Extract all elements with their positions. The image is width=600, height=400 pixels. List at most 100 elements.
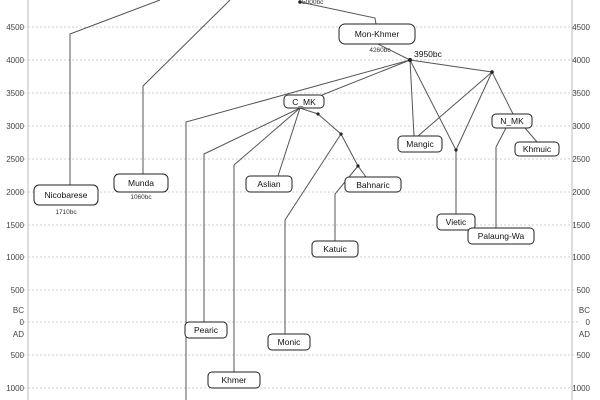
node-monic: Monic	[267, 333, 311, 351]
edge-split-nmk	[409, 59, 493, 73]
node-box	[33, 184, 99, 206]
node-munda: Munda 1060bc	[113, 173, 169, 201]
node-nicobarese: Nicobarese 1710bc	[33, 184, 99, 216]
edge-nmkbranch-mangic	[417, 71, 493, 137]
edge-cmk-sub	[299, 107, 319, 115]
edge-monkhmer-split	[377, 43, 411, 61]
edge-bahnaric-node-box	[357, 165, 367, 178]
left-tick-1500: 1500	[6, 221, 24, 230]
node-label: Nicobarese	[45, 190, 88, 200]
right-tick-0: 0	[586, 318, 591, 327]
edge-cmk-aslian	[277, 107, 301, 177]
node-label: Vietic	[446, 217, 467, 227]
node-box	[311, 240, 359, 258]
node-label: C_MK	[292, 97, 316, 107]
left-tick-2000: 2000	[6, 188, 24, 197]
split-date-label: 3950bc	[414, 49, 443, 59]
node-label: Aslian	[257, 179, 280, 189]
edge-split-vietic	[409, 59, 457, 151]
node-pearic: Pearic	[184, 321, 228, 339]
node-katuic: Katuic	[311, 240, 359, 258]
edge-root-munda	[142, 0, 231, 174]
node-khmuic: Khmuic	[514, 141, 560, 157]
right-tick-bc: BC	[579, 306, 590, 315]
node-box	[207, 371, 261, 389]
edge-root-monkhmer	[299, 1, 377, 25]
edge-sub-bahnaric-node	[340, 133, 359, 167]
node-box	[436, 213, 476, 231]
node-label: Khmer	[221, 375, 246, 385]
node-label: Pearic	[194, 325, 219, 335]
left-tick-ad500: 500	[11, 351, 25, 360]
left-axis-ticks: 4500 4000 3500 3000 2500 2000 1500 1000 …	[6, 23, 24, 393]
right-tick-3000: 3000	[572, 122, 590, 131]
junction-dot	[339, 132, 343, 136]
left-tick-4000: 4000	[6, 56, 24, 65]
left-tick-bc: BC	[13, 306, 24, 315]
node-label: Mangic	[406, 139, 434, 149]
junction-dot	[490, 70, 494, 74]
right-tick-4500: 4500	[572, 23, 590, 32]
edge-nmk-khmuic	[524, 127, 538, 143]
left-tick-ad: AD	[13, 330, 24, 339]
junction-dot	[408, 58, 412, 62]
right-tick-2500: 2500	[572, 155, 590, 164]
left-tick-3500: 3500	[6, 89, 24, 98]
right-tick-1500: 1500	[572, 221, 590, 230]
node-box	[267, 333, 311, 351]
node-mon-khmer: Mon-Khmer 4260bc	[338, 23, 416, 54]
node-label: Monic	[278, 337, 301, 347]
right-axis-ticks: 4500 4000 3500 3000 2500 2000 1500 1000 …	[572, 23, 590, 393]
node-c-mk: C_MK	[283, 94, 325, 109]
left-tick-0: 0	[20, 318, 25, 327]
edge-split-mangic	[409, 59, 415, 137]
node-bahnaric: Bahnaric	[344, 176, 402, 193]
edge-root-nicobarese	[69, 0, 161, 185]
node-label: Bahnaric	[356, 180, 390, 190]
left-tick-500: 500	[11, 286, 25, 295]
edge-split-cmk	[321, 59, 411, 96]
node-box	[245, 175, 293, 193]
right-tick-ad500: 500	[577, 351, 591, 360]
edge-sub-node	[317, 113, 342, 135]
junction-dot	[316, 112, 320, 116]
junction-dot	[356, 164, 360, 168]
node-box	[491, 113, 533, 129]
edge-cmk-pearic	[203, 107, 301, 322]
edge-nmkbranch-vietic	[455, 71, 493, 151]
node-date: 1710bc	[55, 209, 77, 216]
node-label: Palaung-Wa	[478, 231, 525, 241]
edge-nmk-palaungwa	[495, 127, 507, 148]
node-box	[397, 135, 443, 153]
edge-nmk-branch	[491, 71, 514, 115]
left-tick-ad1000: 1000	[6, 384, 24, 393]
node-box	[338, 23, 416, 45]
edge-split-left	[185, 59, 411, 400]
node-box	[467, 227, 535, 245]
junction-dots	[298, 0, 494, 168]
right-tick-4000: 4000	[572, 56, 590, 65]
right-tick-3500: 3500	[572, 89, 590, 98]
right-tick-ad: AD	[579, 330, 590, 339]
edge-bahnaric-katuic	[334, 165, 359, 241]
junction-dot	[298, 0, 302, 4]
edge-cmk-khmer	[233, 107, 301, 372]
right-tick-500: 500	[577, 286, 591, 295]
node-date: 4260bc	[369, 47, 391, 54]
node-label: Khmuic	[523, 144, 552, 154]
root-date-label: 5000bc	[302, 0, 324, 6]
node-box	[184, 321, 228, 339]
node-khmer: Khmer	[207, 371, 261, 389]
right-tick-2000: 2000	[572, 188, 590, 197]
node-mangic: Mangic	[397, 135, 443, 153]
gridlines	[20, 26, 580, 389]
node-n-mk: N_MK	[491, 113, 533, 129]
node-label: N_MK	[500, 116, 524, 126]
node-palaung-wa: Palaung-Wa	[467, 227, 535, 245]
node-label: Munda	[128, 178, 154, 188]
node-box	[283, 94, 325, 109]
left-tick-3000: 3000	[6, 122, 24, 131]
node-box	[113, 173, 169, 193]
left-tick-2500: 2500	[6, 155, 24, 164]
